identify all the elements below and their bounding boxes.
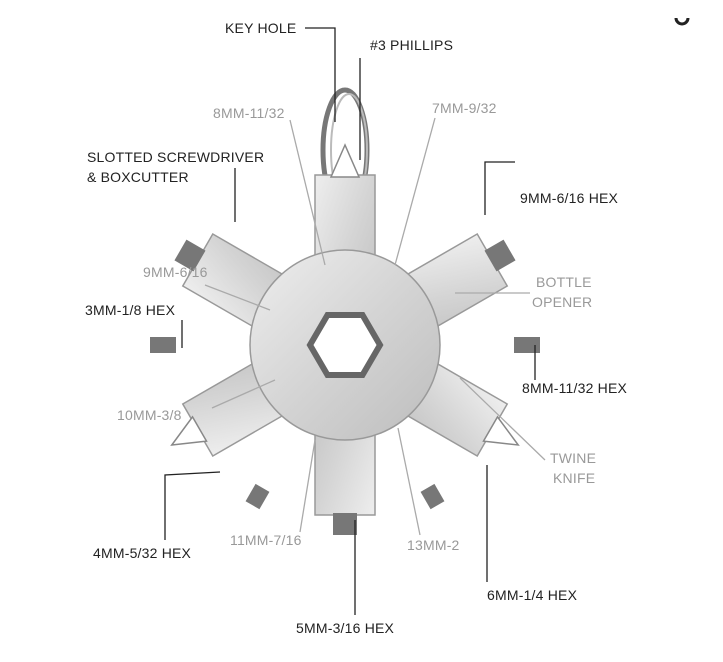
label-7mm-wrench: 7MM-9/32	[432, 100, 497, 116]
label-twine: TWINE	[550, 450, 597, 466]
label-4mm-hex: 4MM-5/32 HEX	[93, 545, 192, 561]
label-3mm-hex: 3MM-1/8 HEX	[85, 302, 176, 318]
label-9mm-hex: 9MM-6/16 HEX	[520, 190, 619, 206]
label-phillips: #3 PHILLIPS	[370, 37, 454, 53]
corner-glyph	[674, 17, 690, 26]
label-key-hole: KEY HOLE	[225, 20, 297, 36]
label-knife: KNIFE	[553, 470, 596, 486]
label-13mm-wrench: 13MM-2	[407, 537, 460, 553]
center-hex-hole	[306, 312, 384, 378]
label-slotted-screwdriver: SLOTTED SCREWDRIVER	[87, 149, 265, 165]
label-bottle: BOTTLE	[536, 274, 592, 290]
label-8mm-wrench: 8MM-11/32	[213, 105, 285, 121]
label-6mm-hex: 6MM-1/4 HEX	[487, 587, 578, 603]
label-9mm-wrench: 9MM-6/16	[143, 264, 208, 280]
label-10mm-wrench: 10MM-3/8	[117, 407, 182, 423]
label-8mm-hex: 8MM-11/32 HEX	[522, 380, 628, 396]
label-11mm-wrench: 11MM-7/16	[230, 532, 302, 548]
label-boxcutter: & BOXCUTTER	[87, 169, 189, 185]
label-opener: OPENER	[532, 294, 593, 310]
leader-lines	[164, 27, 536, 615]
label-5mm-hex: 5MM-3/16 HEX	[296, 620, 395, 636]
snowflake-body	[150, 143, 540, 535]
leader-lines-gray	[204, 117, 546, 536]
